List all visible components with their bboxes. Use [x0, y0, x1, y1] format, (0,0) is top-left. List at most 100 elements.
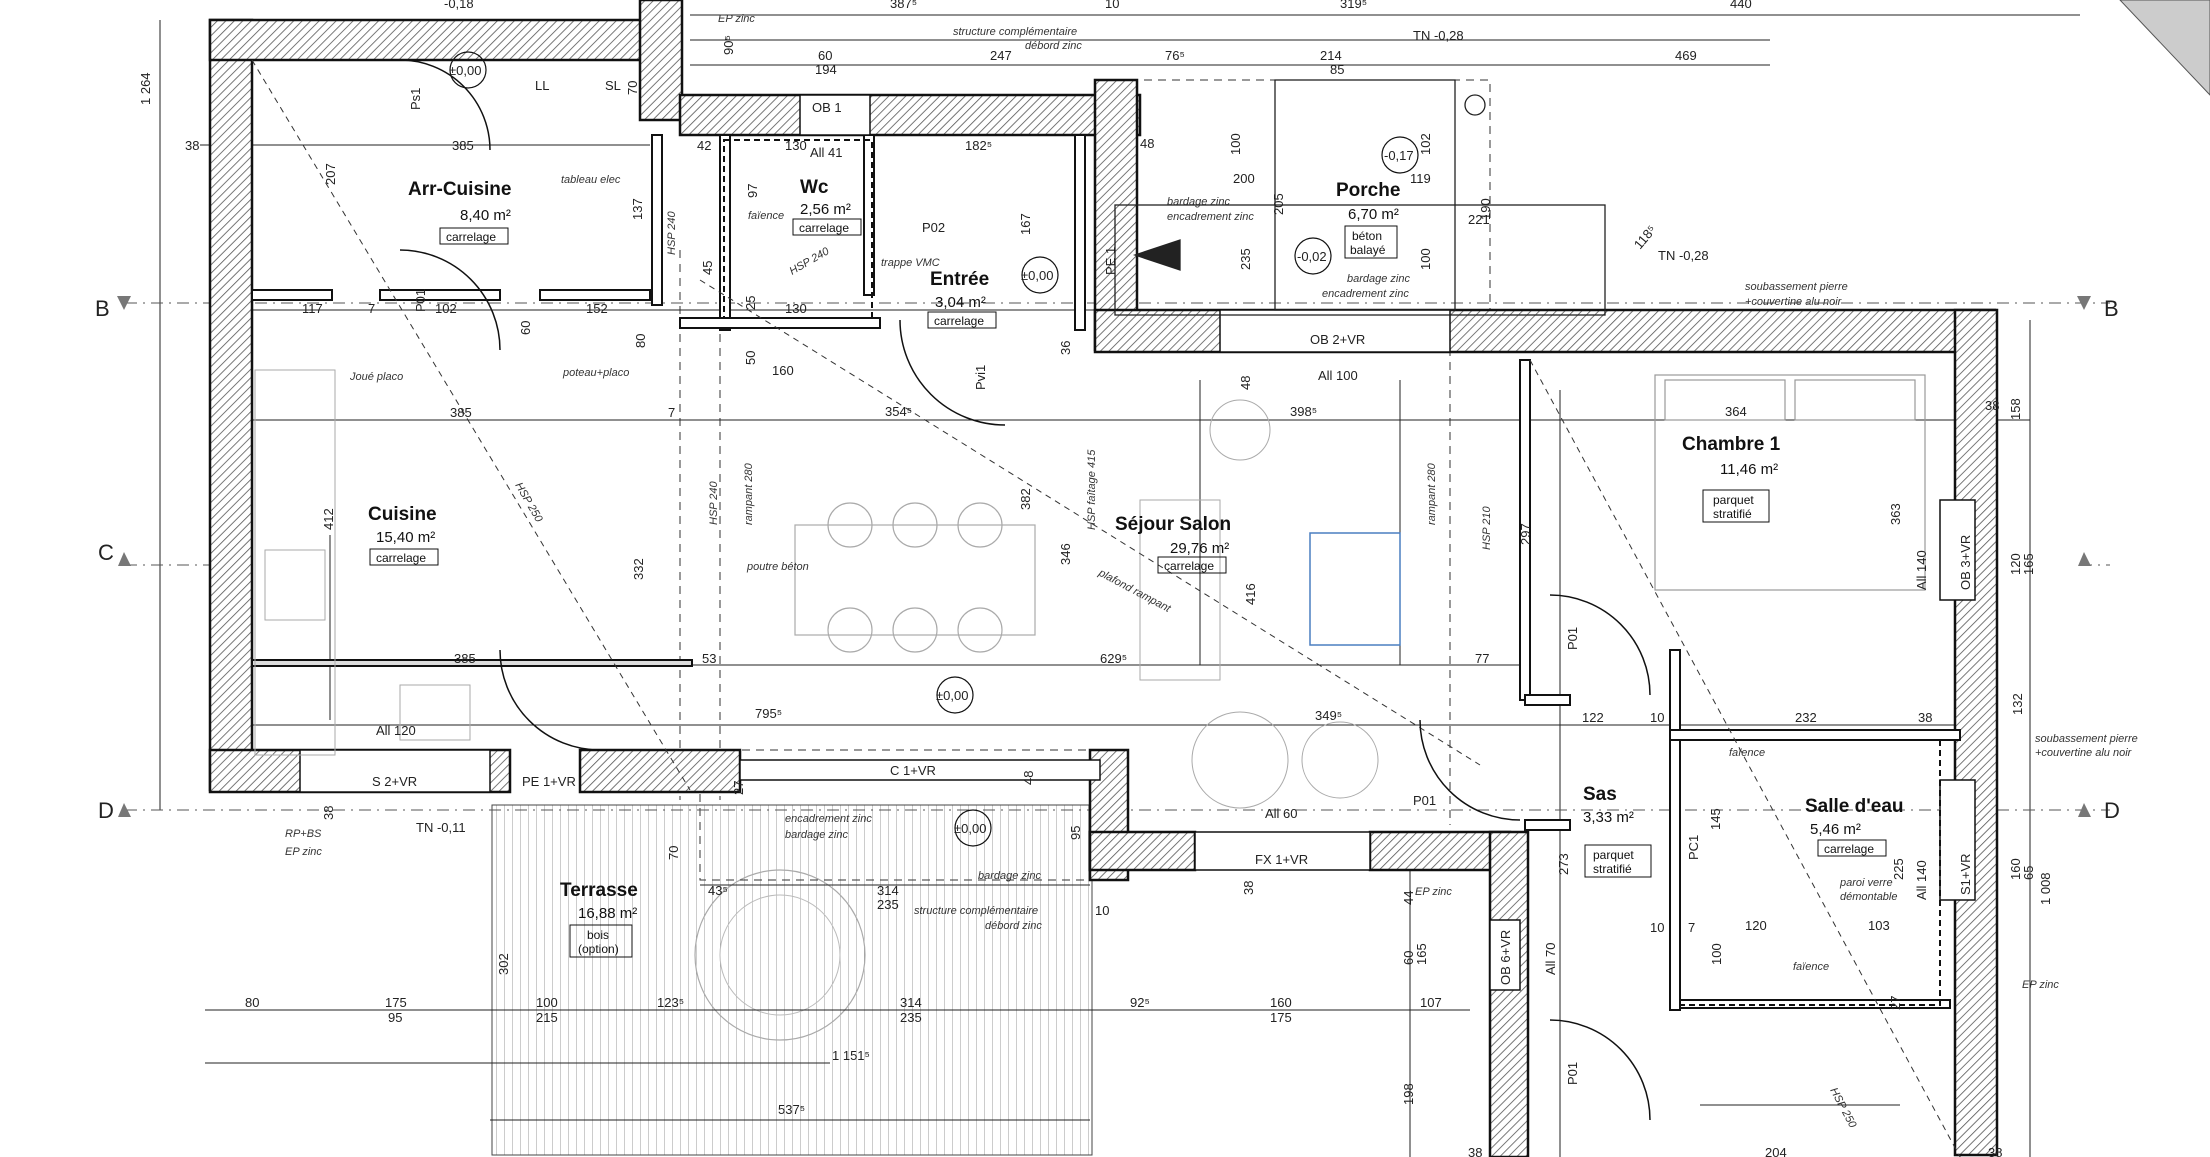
- svg-text:382: 382: [1018, 488, 1033, 510]
- bed: [1654, 374, 1926, 591]
- svg-text:215: 215: [536, 1010, 558, 1025]
- svg-text:10: 10: [1105, 0, 1119, 11]
- opening-fx1vr: FX 1+VR: [1255, 852, 1308, 867]
- svg-text:92⁵: 92⁵: [1130, 995, 1150, 1010]
- note-bardage-4: bardage zinc: [978, 870, 1041, 882]
- note-rampant-1: rampant 280: [743, 462, 755, 525]
- note-debord-1: débord zinc: [1025, 40, 1082, 52]
- svg-text:225: 225: [1891, 858, 1906, 880]
- door-pc1: PC1: [1686, 835, 1701, 860]
- opening-all41: All 41: [810, 145, 843, 160]
- svg-text:44: 44: [1401, 891, 1416, 905]
- room-floor-terrasse-2: (option): [578, 942, 619, 956]
- room-floor-sejour: carrelage: [1164, 559, 1214, 573]
- svg-text:1 264: 1 264: [138, 72, 153, 105]
- svg-text:120: 120: [1745, 918, 1767, 933]
- svg-text:45: 45: [700, 261, 715, 275]
- svg-text:130: 130: [785, 301, 807, 316]
- opening-all140-b: All 140: [1914, 860, 1929, 900]
- svg-text:190: 190: [1478, 198, 1493, 220]
- note-encadrement-1: encadrement zinc: [1167, 211, 1254, 223]
- room-floor-arr-cuisine: carrelage: [446, 230, 496, 244]
- svg-text:25: 25: [743, 296, 758, 310]
- living-rug: [1139, 399, 1401, 809]
- svg-text:90⁵: 90⁵: [721, 35, 736, 55]
- svg-text:412: 412: [321, 508, 336, 530]
- room-floor-porche-2: balayé: [1350, 243, 1386, 257]
- svg-text:152: 152: [586, 301, 608, 316]
- svg-text:387⁵: 387⁵: [890, 0, 917, 11]
- svg-text:70: 70: [625, 81, 640, 95]
- note-couvertine-2: +couvertine alu noir: [2035, 747, 2133, 759]
- room-name-cuisine: Cuisine: [368, 504, 437, 525]
- room-name-chambre: Chambre 1: [1682, 434, 1781, 455]
- svg-text:346: 346: [1058, 543, 1073, 565]
- tn-level-2: TN -0,28: [1658, 248, 1709, 263]
- svg-text:416: 416: [1243, 583, 1258, 605]
- svg-text:107: 107: [1420, 995, 1442, 1010]
- axis-label-d-right: D: [2104, 798, 2120, 823]
- opening-all120: All 120: [376, 723, 416, 738]
- svg-text:349⁵: 349⁵: [1315, 708, 1342, 723]
- svg-text:119: 119: [1410, 171, 1431, 186]
- svg-text:38: 38: [1918, 710, 1932, 725]
- svg-text:385: 385: [450, 405, 472, 420]
- svg-text:165: 165: [2021, 553, 2036, 575]
- appliance-sl: SL: [605, 78, 621, 93]
- note-plafond-rampant: plafond rampant: [1096, 567, 1174, 616]
- opening-all140-a: All 140: [1914, 550, 1929, 590]
- tn-level-3: TN -0,11: [416, 820, 466, 835]
- opening-all60: All 60: [1265, 806, 1298, 821]
- room-name-terrasse: Terrasse: [560, 880, 638, 901]
- note-tableau-elec: tableau elec: [561, 174, 621, 186]
- svg-text:194: 194: [815, 62, 837, 77]
- axis-label-d-left: D: [98, 798, 114, 823]
- svg-text:102: 102: [435, 301, 457, 316]
- svg-text:221: 221: [1468, 212, 1490, 227]
- svg-text:314: 314: [900, 995, 922, 1010]
- note-faience-3: faïence: [1793, 961, 1829, 973]
- svg-text:60: 60: [518, 321, 533, 335]
- opening-ob1: OB 1: [812, 100, 842, 115]
- room-floor-entree: carrelage: [934, 314, 984, 328]
- note-structure-1: structure complémentaire: [953, 26, 1077, 38]
- svg-text:38: 38: [1985, 398, 1999, 413]
- svg-text:319⁵: 319⁵: [1340, 0, 1367, 11]
- room-area-porche: 6,70 m²: [1348, 206, 1399, 223]
- svg-text:182⁵: 182⁵: [965, 138, 992, 153]
- room-name-arr-cuisine: Arr-Cuisine: [408, 179, 511, 200]
- note-soubassement-1: soubassement pierre: [1745, 281, 1848, 293]
- door-pe1: PE 1: [1103, 247, 1118, 275]
- svg-text:48: 48: [1140, 136, 1154, 151]
- svg-text:27: 27: [731, 781, 746, 795]
- level-arr-cuisine: ±0,00: [449, 63, 481, 78]
- svg-text:50: 50: [743, 351, 758, 365]
- svg-text:469: 469: [1675, 48, 1697, 63]
- svg-text:158: 158: [2008, 398, 2023, 420]
- svg-text:97: 97: [745, 184, 760, 198]
- room-area-arr-cuisine: 8,40 m²: [460, 207, 511, 224]
- note-rampant-2: rampant 280: [1426, 462, 1438, 525]
- svg-text:273: 273: [1556, 853, 1571, 875]
- svg-text:235: 235: [877, 897, 899, 912]
- room-floor-cuisine: carrelage: [376, 551, 426, 565]
- door-pvi1: Pvi1: [973, 365, 988, 390]
- svg-text:160: 160: [2008, 858, 2023, 880]
- dining-table: [794, 502, 1036, 653]
- axis-label-b-right: B: [2104, 296, 2119, 321]
- terrace-decking: [491, 804, 1093, 1156]
- note-ep-zinc-2: EP zinc: [285, 846, 322, 858]
- note-trappe-vmc: trappe VMC: [881, 257, 940, 269]
- svg-text:205: 205: [1271, 193, 1286, 215]
- room-area-entree: 3,04 m²: [935, 294, 986, 311]
- svg-text:537⁵: 537⁵: [778, 1102, 805, 1117]
- svg-text:100: 100: [1418, 248, 1433, 270]
- svg-text:38: 38: [1468, 1145, 1482, 1157]
- door-ps1: Ps1: [408, 88, 423, 110]
- opening-pe1vr: PE 1+VR: [522, 774, 576, 789]
- level-top: -0,18: [444, 0, 474, 11]
- note-poteau-placo: poteau+placo: [562, 367, 629, 379]
- note-couvertine-1: +couvertine alu noir: [1745, 296, 1843, 308]
- door-p02: P02: [922, 220, 945, 235]
